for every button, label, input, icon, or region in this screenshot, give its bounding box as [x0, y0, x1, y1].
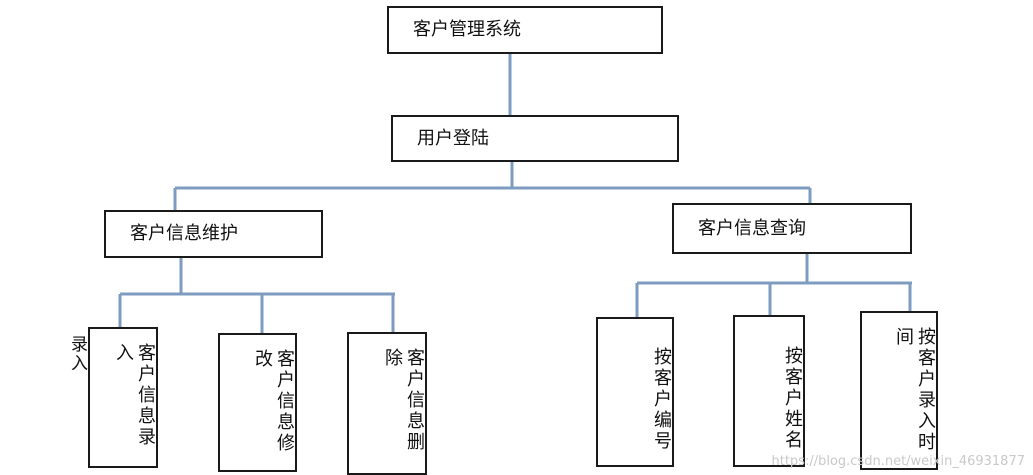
leaf-label: 客户信息删除	[382, 348, 425, 453]
leaf-label: 客户信息录入	[113, 343, 156, 448]
branch-query-label: 客户信息查询	[698, 217, 806, 239]
login-label: 用户登陆	[417, 127, 489, 149]
watermark: https://blog.csdn.net/weixin_46931877	[771, 454, 1025, 469]
branch-maintenance-node: 客户信息维护	[104, 210, 323, 258]
root-node: 客户管理系统	[387, 6, 663, 54]
leaf-label: 按客户录入时间	[893, 327, 936, 453]
login-node: 用户登陆	[391, 115, 679, 162]
leaf-query-by-name: 按客户姓名	[733, 315, 805, 467]
leaf-maintenance-entry: 客户信息录入	[88, 327, 158, 468]
branch-query-node: 客户信息查询	[672, 203, 912, 254]
leaf-label: 按客户编号	[651, 346, 672, 452]
leaf-query-by-id: 按客户编号	[596, 317, 674, 467]
stray-text: 录入	[67, 335, 87, 373]
leaf-query-by-entry-time: 按客户录入时间	[860, 311, 938, 470]
root-label: 客户管理系统	[413, 19, 521, 40]
leaf-label: 按客户姓名	[782, 345, 803, 451]
leaf-maintenance-delete: 客户信息删除	[347, 332, 427, 475]
leaf-label: 客户信息修改	[252, 349, 295, 454]
leaf-maintenance-edit: 客户信息修改	[218, 333, 297, 472]
branch-maintenance-label: 客户信息维护	[130, 223, 238, 244]
